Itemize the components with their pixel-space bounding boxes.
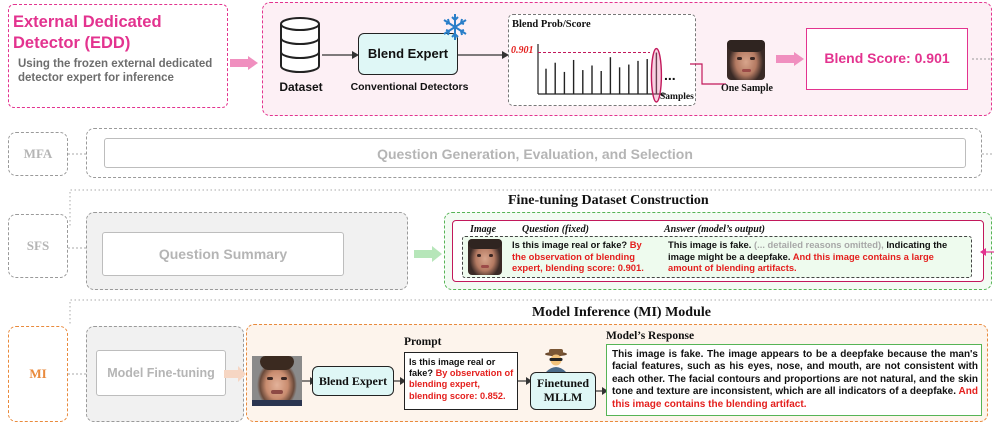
arrow-expert-to-chart (458, 51, 509, 59)
mi-blend-expert-box (312, 366, 394, 396)
sfs-tag: SFS (26, 238, 50, 253)
edd-blend-expert-box (358, 33, 458, 75)
mi-section-title: Model Inference (MI) Module (532, 305, 711, 320)
mi-finetune-inner-box (96, 350, 226, 396)
one-sample-label: One Sample (721, 83, 773, 94)
response-red: And this image contains the blending art… (612, 386, 978, 410)
sfs-face-image (468, 239, 502, 275)
arrow-dataset-to-expert (322, 51, 359, 59)
blend-score-box (806, 28, 968, 90)
agent-icon (545, 349, 567, 372)
col-answer-header: Answer (model’s output) (664, 224, 765, 235)
prompt-header: Prompt (404, 336, 442, 348)
sfs-summary-inner-box (102, 232, 344, 276)
arrow-mllm-to-response (596, 387, 608, 395)
edd-label-box (8, 4, 228, 108)
mi-tag-box (8, 326, 68, 422)
prompt-box (404, 352, 518, 410)
response-box (606, 344, 982, 416)
dataset-label: Dataset (279, 80, 323, 94)
connector-ellipse-to-sample (690, 63, 726, 85)
col-question-header: Question (fixed) (522, 224, 589, 235)
mfa-box-label: Question Generation, Evaluation, and Sel… (377, 146, 693, 162)
col-image-header: Image (470, 224, 497, 235)
prompt-red: By observation of blending expert, blend… (409, 368, 514, 401)
sfs-tag-box (8, 214, 68, 278)
sfs-answer-black-2: Indicating the image might be a deepfake… (668, 239, 948, 262)
mfa-outer-box (86, 128, 982, 178)
mi-finetune-label: Model Fine-tuning (107, 366, 215, 380)
blend-score-chart (537, 44, 666, 103)
mi-tag: MI (29, 366, 47, 381)
prompt-text: Is this image real or fake? By observati… (409, 357, 515, 402)
response-text: This image is fake. The image appears to… (612, 349, 978, 411)
prompt-black: Is this image real or fake? (409, 357, 496, 379)
edd-blend-expert-label: Blend Expert (367, 46, 449, 61)
edd-description: Using the frozen external dedicated dete… (18, 58, 213, 84)
sfs-dashed-connector (68, 247, 86, 249)
response-header: Model’s Response (606, 330, 695, 342)
mfa-tag-box (8, 132, 68, 176)
chart-highlight-ellipse (650, 47, 663, 103)
qa-example-row (462, 236, 972, 278)
mfa-inner-box (104, 138, 966, 168)
mi-dashed-connector (68, 373, 86, 375)
blend-score-chart-box (508, 14, 696, 106)
edd-right-dashed-connector (972, 58, 994, 60)
one-sample-face-image (727, 40, 765, 80)
mfa-dashed-connector (68, 153, 86, 155)
chart-threshold-label: 0.901 (511, 45, 534, 56)
mi-blend-expert-label: Blend Expert (318, 374, 388, 388)
mllm-box (530, 372, 596, 410)
sample-to-score-arrow (776, 52, 804, 66)
sfs-box-label: Question Summary (158, 246, 288, 262)
database-icon (280, 17, 320, 73)
input-face-image (252, 356, 302, 406)
conventional-detectors-label: Conventional Detectors (350, 81, 469, 93)
sfs-answer-black-1: This image is fake. (668, 239, 752, 250)
sfs-green-arrow (414, 246, 442, 262)
sfs-right-arrow-in (980, 248, 994, 256)
arrow-prompt-to-mllm (518, 377, 532, 385)
sfs-section-title: Fine-tuning Dataset Construction (508, 193, 709, 208)
mfa-tag: MFA (23, 146, 53, 161)
chart-xlabel: Samples (660, 92, 694, 102)
arrow-expert-to-prompt (394, 377, 406, 385)
sfs-answer-red: And this image contains a large amount o… (668, 250, 934, 274)
chart-ellipsis: ... (664, 67, 676, 83)
sfs-answer-gray: (... detailed reasons omitted), (753, 239, 884, 250)
blend-score-label: Blend Score: 0.901 (824, 50, 950, 66)
sfs-question-text: Is this image real or fake? By the obser… (512, 239, 658, 274)
sfs-answer-text: This image is fake. (... detailed reason… (668, 239, 968, 274)
edd-title: External Dedicated Detector (EDD) (13, 13, 162, 52)
mfa-right-dashed-connector (982, 153, 994, 155)
chart-title: Blend Prob/Score (512, 19, 591, 30)
edd-pink-arrow (230, 56, 258, 70)
sfs-question-red: By the observation of blending expert, b… (512, 239, 644, 273)
mllm-label: Finetuned MLLM (536, 376, 589, 404)
snowflake-icon (443, 14, 467, 40)
response-black: This image is fake. The image appears to… (612, 349, 978, 398)
sfs-question-black: Is this image real or fake? (512, 239, 628, 250)
mi-peach-arrow (224, 366, 246, 382)
